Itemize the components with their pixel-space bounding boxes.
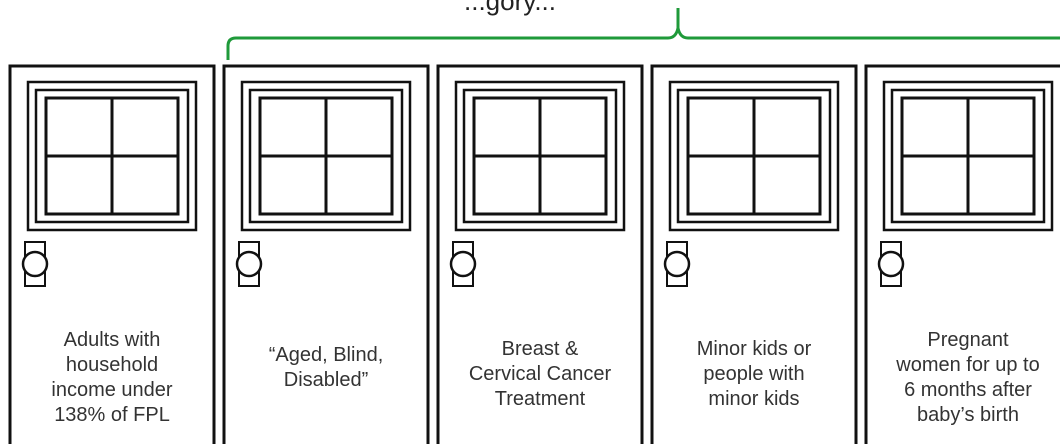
category-bracket [228,28,1060,60]
door-label-line: income under [17,378,207,403]
door-knob [237,252,261,276]
door-knob [665,252,689,276]
door-label-line: Pregnant [873,328,1060,353]
door-label-line: household [17,353,207,378]
door-knob [879,252,903,276]
door-label-line: minor kids [659,387,849,412]
door-label-line: women for up to [873,353,1060,378]
door-label-line: 138% of FPL [17,403,207,428]
door-label-line: Minor kids or [659,337,849,362]
door-label-line: people with [659,362,849,387]
door-label-line: Disabled” [231,368,421,393]
door-label-line: baby’s birth [873,403,1060,428]
door-label-line: “Aged, Blind, [231,343,421,368]
door-label-line: Breast & [445,337,635,362]
door-label-line: Adults with [17,328,207,353]
door-label-line: Cervical Cancer [445,362,635,387]
door-label-line: Treatment [445,387,635,412]
door-knob [23,252,47,276]
door-label-2: “Aged, Blind,Disabled” [231,343,421,393]
door-label-line: 6 months after [873,378,1060,403]
door-knob [451,252,475,276]
